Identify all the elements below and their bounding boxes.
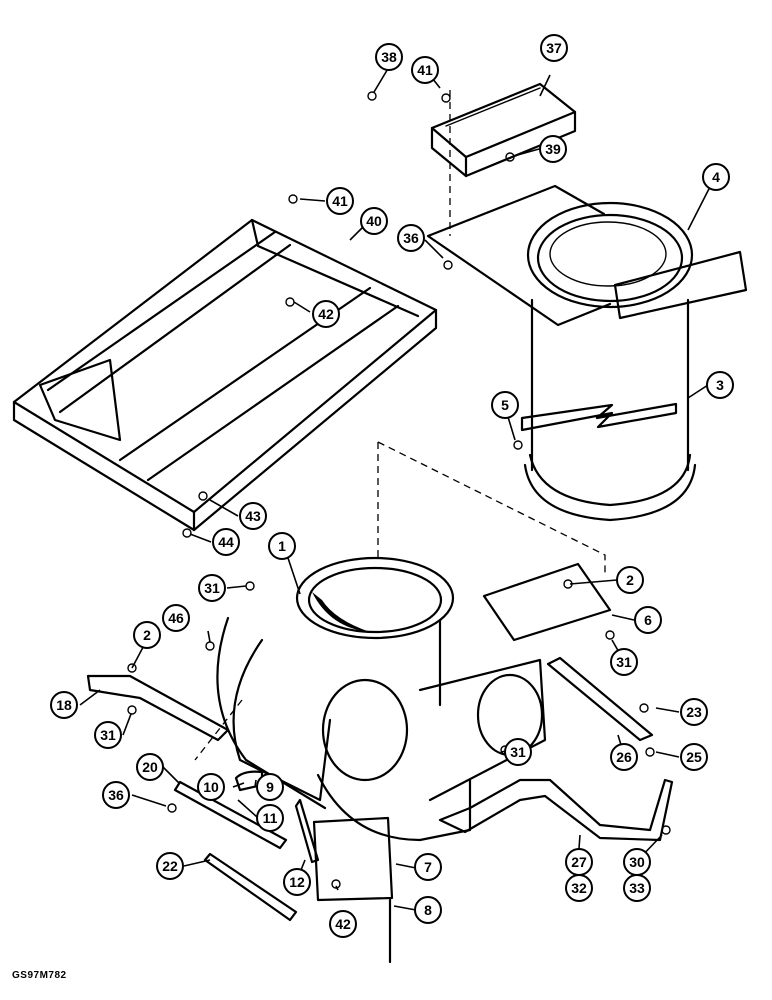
- svg-text:12: 12: [289, 874, 305, 890]
- svg-text:18: 18: [56, 697, 72, 713]
- callout-12: 12: [283, 868, 311, 896]
- callout-30: 30: [623, 848, 651, 876]
- callout-41: 41: [326, 187, 354, 215]
- svg-text:41: 41: [332, 193, 348, 209]
- callout-41: 41: [411, 56, 439, 84]
- callout-43: 43: [239, 502, 267, 530]
- svg-text:20: 20: [142, 759, 158, 775]
- callout-42: 42: [312, 300, 340, 328]
- lever: [294, 798, 320, 864]
- callout-26: 26: [610, 743, 638, 771]
- callout-31: 31: [198, 574, 226, 602]
- callout-44: 44: [212, 528, 240, 556]
- svg-text:10: 10: [203, 779, 219, 795]
- svg-text:22: 22: [162, 858, 178, 874]
- callout-2: 2: [133, 621, 161, 649]
- svg-text:36: 36: [403, 230, 419, 246]
- callout-11: 11: [256, 804, 284, 832]
- svg-text:4: 4: [712, 169, 720, 185]
- svg-text:42: 42: [335, 916, 351, 932]
- callout-31: 31: [94, 721, 122, 749]
- svg-text:7: 7: [424, 859, 432, 875]
- svg-text:11: 11: [263, 810, 278, 826]
- callout-10: 10: [197, 773, 225, 801]
- svg-text:23: 23: [686, 704, 702, 720]
- svg-text:27: 27: [571, 854, 587, 870]
- callout-1: 1: [268, 532, 296, 560]
- svg-text:44: 44: [218, 534, 234, 550]
- svg-text:31: 31: [100, 727, 116, 743]
- guide-line: [377, 441, 606, 575]
- callout-39: 39: [539, 135, 567, 163]
- svg-text:6: 6: [644, 612, 652, 628]
- svg-text:9: 9: [266, 779, 274, 795]
- callout-38: 38: [375, 43, 403, 71]
- callout-25: 25: [680, 743, 708, 771]
- svg-text:1: 1: [278, 538, 286, 554]
- cover-plate: [482, 562, 612, 642]
- strap: [546, 656, 654, 742]
- callout-20: 20: [136, 753, 164, 781]
- svg-text:33: 33: [629, 880, 645, 896]
- svg-text:31: 31: [510, 744, 526, 760]
- svg-text:26: 26: [616, 749, 632, 765]
- svg-text:25: 25: [686, 749, 702, 765]
- callout-37: 37: [540, 34, 568, 62]
- svg-text:40: 40: [366, 213, 382, 229]
- svg-text:31: 31: [616, 654, 632, 670]
- callout-2: 2: [616, 566, 644, 594]
- callout-46: 46: [162, 604, 190, 632]
- callout-6: 6: [634, 606, 662, 634]
- svg-text:30: 30: [629, 854, 645, 870]
- callout-40: 40: [360, 207, 388, 235]
- support-frame: [12, 218, 438, 532]
- svg-text:2: 2: [626, 572, 634, 588]
- callout-32: 32: [565, 874, 593, 902]
- svg-text:37: 37: [546, 40, 562, 56]
- door-panel: [312, 816, 394, 902]
- svg-text:8: 8: [424, 902, 432, 918]
- callout-4: 4: [702, 163, 730, 191]
- fasteners: [127, 91, 671, 889]
- callout-36: 36: [397, 224, 425, 252]
- callout-42: 42: [329, 910, 357, 938]
- callout-5: 5: [491, 391, 519, 419]
- svg-text:32: 32: [571, 880, 587, 896]
- callout-18: 18: [50, 691, 78, 719]
- callout-31: 31: [504, 738, 532, 766]
- callout-3: 3: [706, 371, 734, 399]
- svg-text:36: 36: [108, 787, 124, 803]
- svg-text:31: 31: [204, 580, 220, 596]
- callout-27: 27: [565, 848, 593, 876]
- svg-text:43: 43: [245, 508, 261, 524]
- svg-text:3: 3: [716, 377, 724, 393]
- side-strip: [86, 674, 230, 742]
- svg-text:41: 41: [417, 62, 433, 78]
- callout-23: 23: [680, 698, 708, 726]
- svg-text:39: 39: [545, 141, 561, 157]
- svg-text:46: 46: [168, 610, 184, 626]
- callout-36: 36: [102, 781, 130, 809]
- svg-text:38: 38: [381, 49, 397, 65]
- lower-strap: [203, 852, 298, 922]
- svg-text:5: 5: [501, 397, 509, 413]
- callout-9: 9: [256, 773, 284, 801]
- callout-8: 8: [414, 896, 442, 924]
- callout-31: 31: [610, 648, 638, 676]
- angle-bracket: [430, 82, 577, 178]
- callout-22: 22: [156, 852, 184, 880]
- support-bracket: [438, 778, 674, 842]
- figure-code: GS97M782: [12, 970, 67, 981]
- chute-tube: [520, 201, 748, 522]
- svg-text:42: 42: [318, 306, 334, 322]
- rod: [173, 780, 288, 850]
- callout-7: 7: [414, 853, 442, 881]
- leader-lines: [79, 66, 716, 911]
- svg-text:2: 2: [143, 627, 151, 643]
- callout-33: 33: [623, 874, 651, 902]
